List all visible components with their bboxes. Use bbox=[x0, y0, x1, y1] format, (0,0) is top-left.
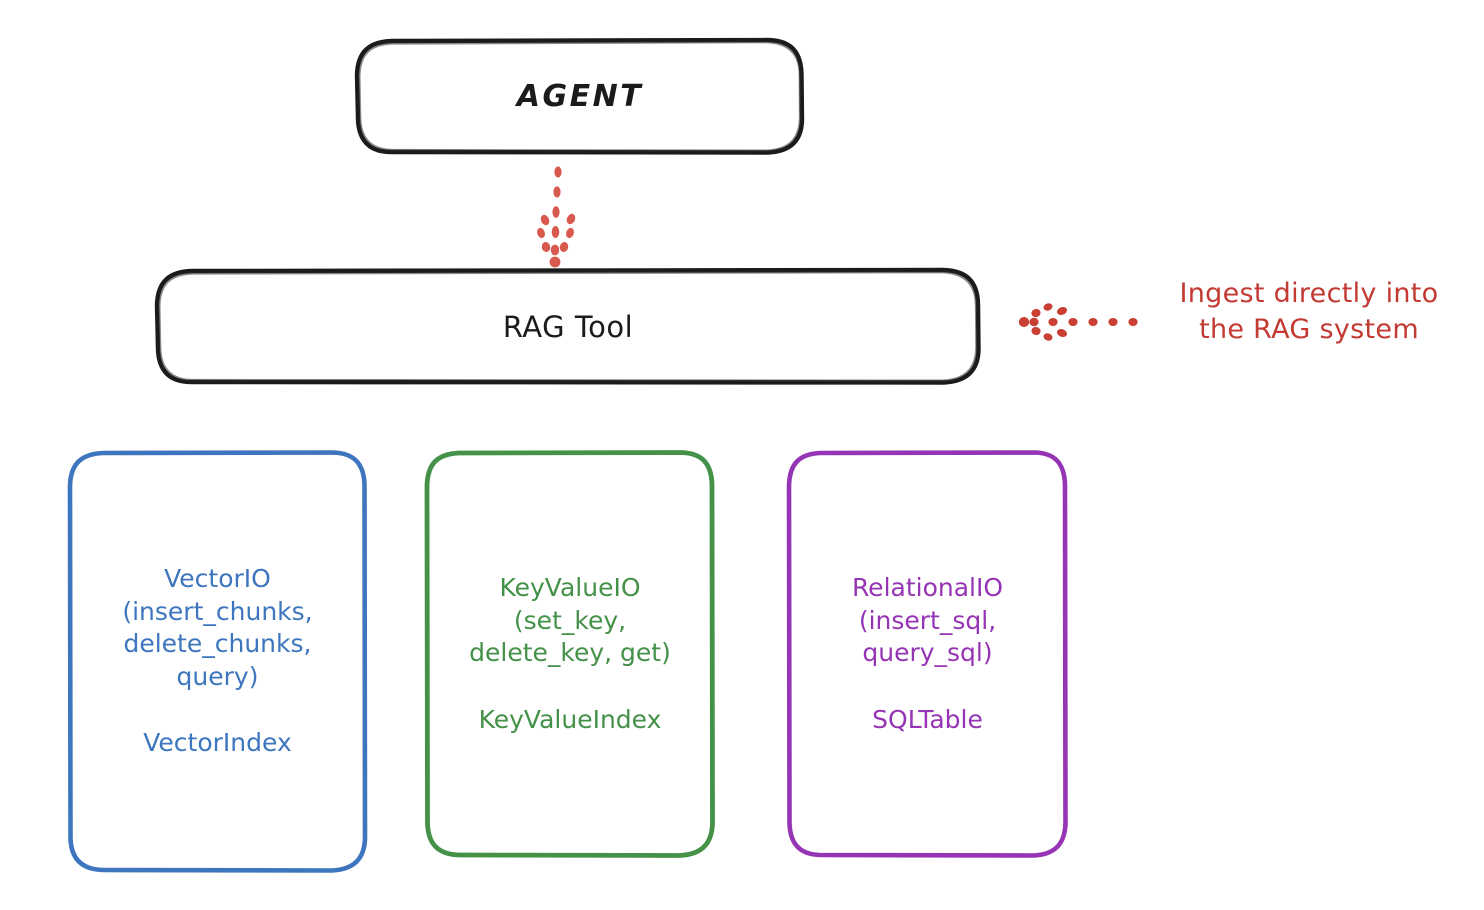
node-agent[interactable]: AGENT bbox=[357, 40, 803, 153]
rag-tool-label: RAG Tool bbox=[502, 309, 634, 344]
vector-io-index-label: VectorIndex bbox=[143, 728, 292, 758]
agent-box-outline-sketch bbox=[358, 41, 802, 152]
relational-io-interface-label: RelationalIO (insert_sql, query_sql) bbox=[851, 573, 1004, 667]
edge-ingest-to-rag-tool bbox=[1018, 303, 1138, 341]
agent-box-outline bbox=[354, 37, 805, 155]
agent-label: AGENT bbox=[516, 79, 644, 114]
edge-agent-to-rag-tool bbox=[537, 166, 576, 268]
key-value-io-index-label: KeyValueIndex bbox=[478, 704, 662, 734]
vector-io-interface-label: VectorIO (insert_chunks, delete_chunks, … bbox=[122, 564, 313, 691]
rag-tool-box-outline-sketch bbox=[158, 271, 978, 382]
node-relational-io[interactable]: RelationalIO (insert_sql, query_sql) SQL… bbox=[789, 452, 1066, 856]
relational-io-box-outline bbox=[786, 450, 1068, 858]
vector-io-box-outline bbox=[67, 450, 368, 873]
rag-tool-box-outline bbox=[154, 267, 981, 385]
key-value-io-interface-label: KeyValueIO (set_key, delete_key, get) bbox=[469, 573, 671, 667]
key-value-io-box-outline bbox=[424, 450, 715, 858]
node-vector-io[interactable]: VectorIO (insert_chunks, delete_chunks, … bbox=[70, 452, 365, 871]
ingest-annotation-label: Ingest directly into the RAG system bbox=[1179, 278, 1439, 345]
relational-io-index-label: SQLTable bbox=[872, 704, 983, 734]
node-rag-tool[interactable]: RAG Tool bbox=[157, 270, 979, 383]
node-key-value-io[interactable]: KeyValueIO (set_key, delete_key, get) Ke… bbox=[427, 452, 713, 856]
